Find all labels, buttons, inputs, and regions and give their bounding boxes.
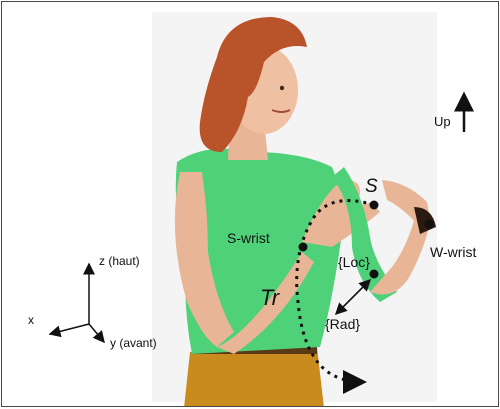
- label-tr: Tr: [260, 285, 281, 310]
- point-s-wrist: [299, 243, 308, 252]
- label-x-axis: x: [28, 313, 34, 327]
- point-s: [370, 201, 379, 210]
- label-y-axis: y (avant): [110, 336, 157, 350]
- label-s: S: [365, 176, 378, 197]
- pants: [184, 347, 324, 407]
- label-loc: {Loc}: [338, 254, 370, 270]
- eye: [280, 86, 284, 90]
- label-up: Up: [434, 114, 451, 129]
- label-w-wrist: W-wrist: [430, 244, 477, 260]
- y-axis-line: [89, 324, 104, 342]
- point-w-wrist: [425, 220, 434, 229]
- x-axis-line: [50, 324, 89, 334]
- point-loc: [370, 270, 379, 279]
- label-s-wrist: S-wrist: [227, 230, 270, 246]
- label-z-axis: z (haut): [99, 254, 140, 268]
- label-rad: {Rad}: [325, 316, 360, 332]
